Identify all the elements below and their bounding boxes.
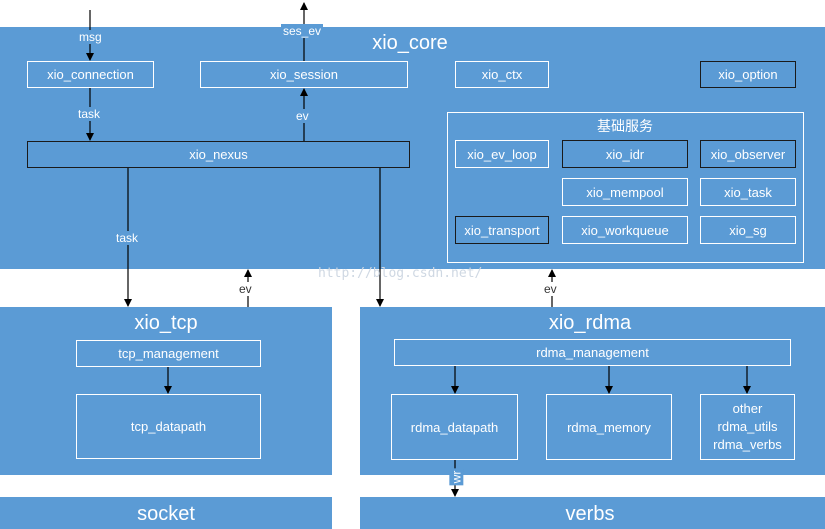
tcp-management-box: tcp_management xyxy=(76,340,261,367)
xio-workqueue-box: xio_workqueue xyxy=(562,216,688,244)
verbs-title: verbs xyxy=(565,503,615,525)
xio-core-title: xio_core xyxy=(372,32,448,54)
verbs-panel xyxy=(360,497,825,529)
rdma-memory-box: rdma_memory xyxy=(546,394,672,460)
xio-ctx-box: xio_ctx xyxy=(455,61,549,88)
xio-ev-loop-box: xio_ev_loop xyxy=(455,140,549,168)
xio-session-box: xio_session xyxy=(200,61,408,88)
xio-nexus-box: xio_nexus xyxy=(27,141,410,168)
msg-label: msg xyxy=(77,30,104,44)
wr-label: wr xyxy=(449,468,464,486)
task-down-label: task xyxy=(114,231,141,245)
basic-services-title: 基础服务 xyxy=(597,118,653,134)
xio-option-box: xio_option xyxy=(700,61,796,88)
socket-panel xyxy=(0,497,332,529)
tcp-datapath-box: tcp_datapath xyxy=(76,394,261,459)
ev-tcp-label: ev xyxy=(237,282,254,296)
watermark: http://blog.csdn.net/ xyxy=(318,266,483,281)
socket-title: socket xyxy=(137,503,195,525)
rdma-utils-label: rdma_utils xyxy=(717,419,778,434)
xio-tcp-title: xio_tcp xyxy=(134,312,198,334)
rdma-datapath-box: rdma_datapath xyxy=(391,394,518,460)
ev-top-label: ev xyxy=(294,109,311,123)
xio-transport-box: xio_transport xyxy=(455,216,549,244)
xio-task-box: xio_task xyxy=(700,178,796,206)
rdma-verbs-label: rdma_verbs xyxy=(713,437,782,452)
ses-ev-label: ses_ev xyxy=(281,24,324,38)
ev-rdma-label: ev xyxy=(542,282,559,296)
basic-services-group xyxy=(447,112,804,263)
rdma-management-box: rdma_management xyxy=(394,339,791,366)
xio-connection-box: xio_connection xyxy=(27,61,154,88)
rdma-other-box: other rdma_utils rdma_verbs xyxy=(700,394,795,460)
xio-observer-box: xio_observer xyxy=(700,140,796,168)
xio-idr-box: xio_idr xyxy=(562,140,688,168)
xio-sg-box: xio_sg xyxy=(700,216,796,244)
xio-rdma-title: xio_rdma xyxy=(548,312,632,334)
other-label: other xyxy=(732,401,763,416)
task-top-label: task xyxy=(76,107,103,121)
xio-mempool-box: xio_mempool xyxy=(562,178,688,206)
